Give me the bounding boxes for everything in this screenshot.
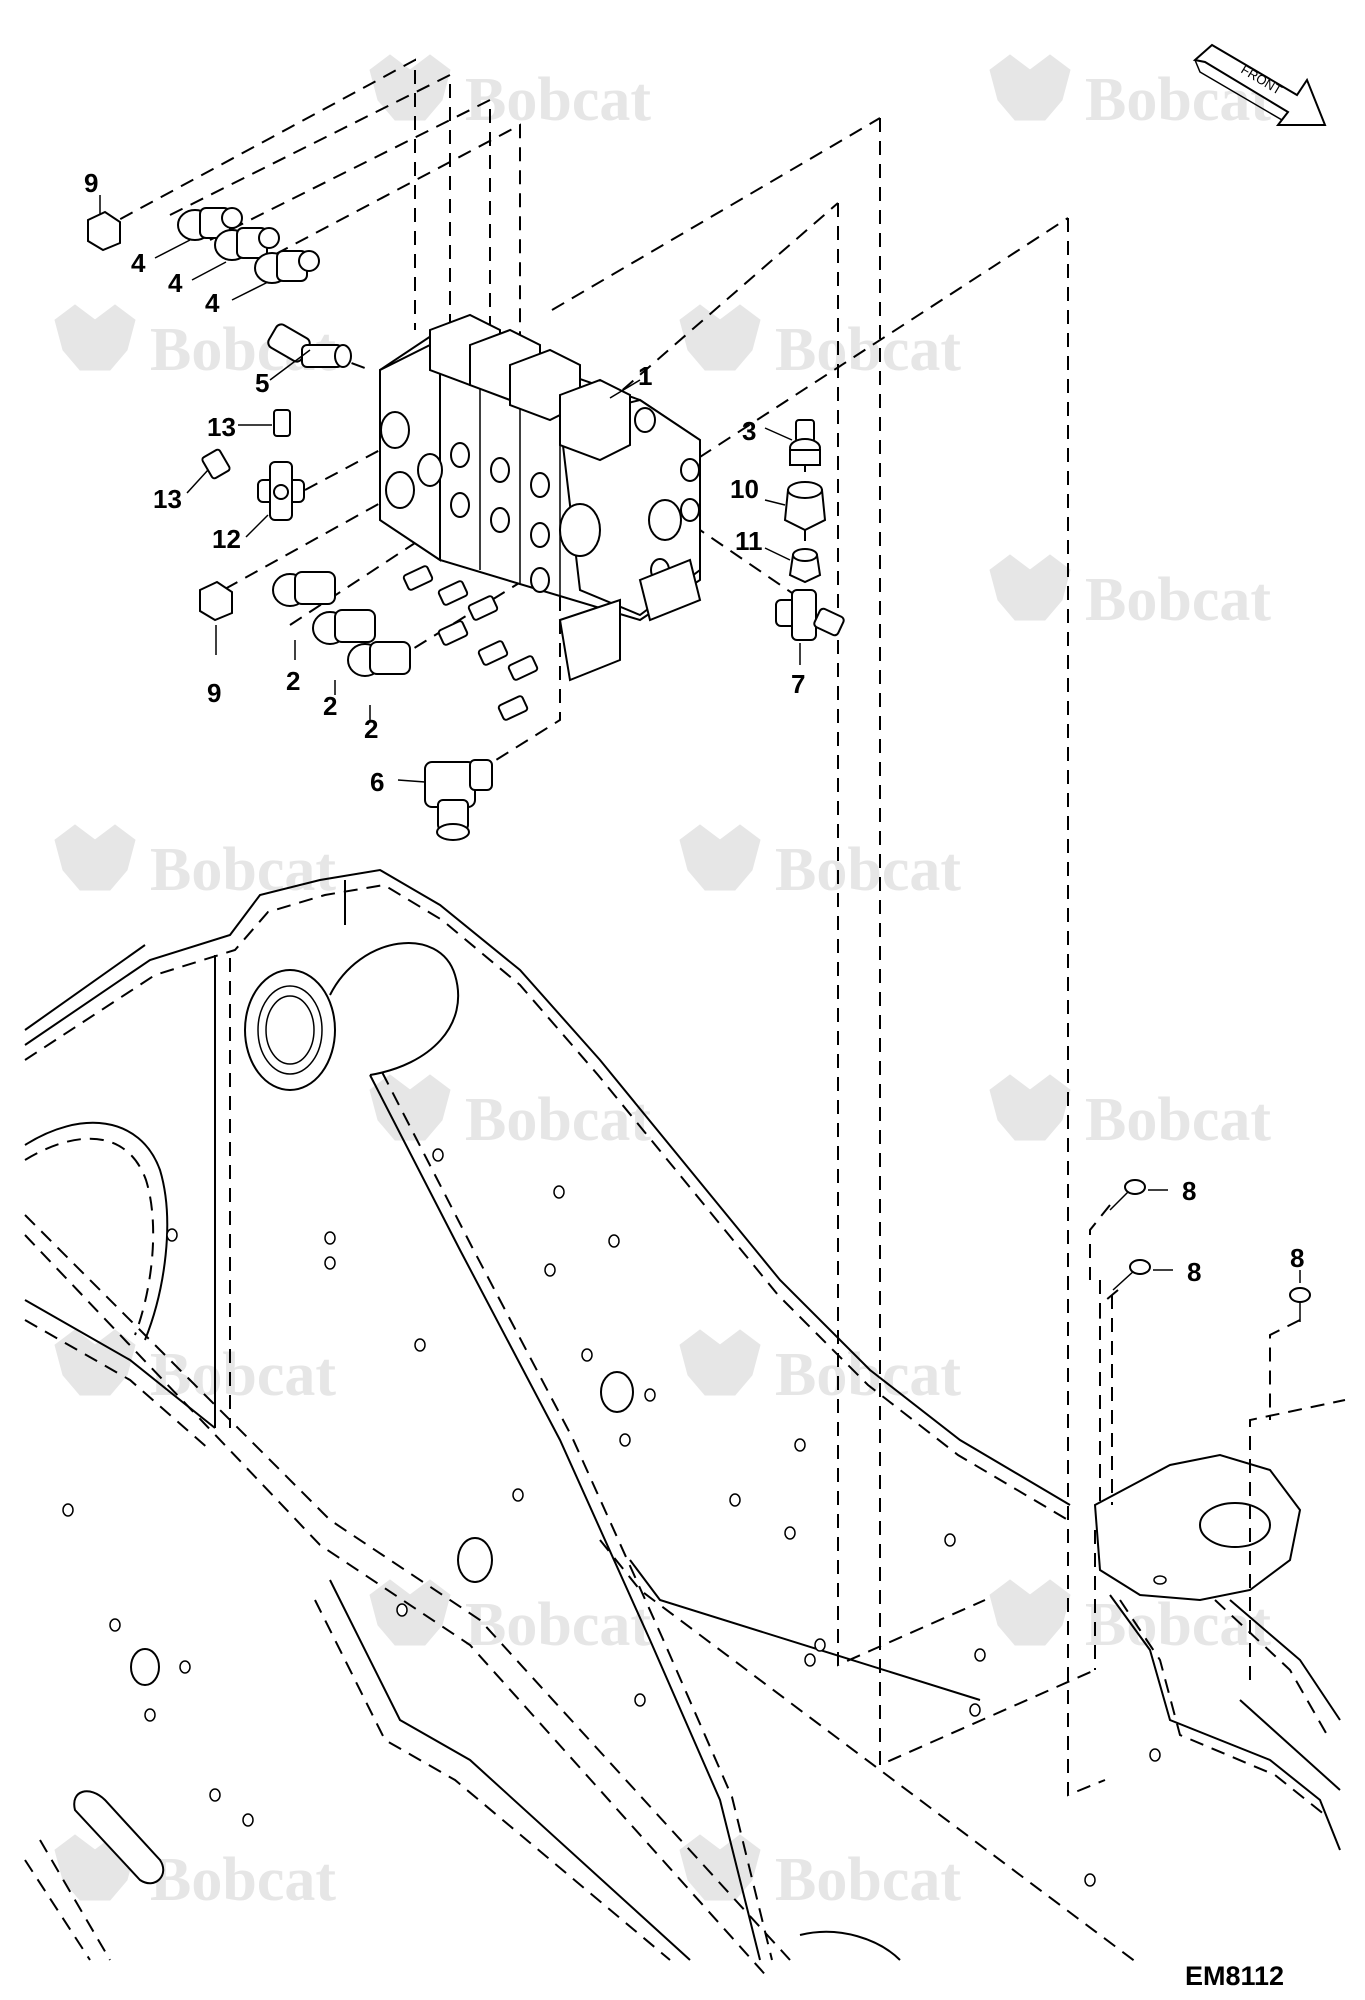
fittings [87, 207, 1311, 1322]
callout-label: 9 [207, 678, 221, 708]
bobcat-logo-icon [369, 1074, 451, 1141]
callout-label: 13 [153, 484, 182, 514]
figure-code: EM8112 [1185, 1961, 1284, 1991]
callout-label: 8 [1290, 1243, 1304, 1273]
cap-fitting [87, 210, 121, 252]
control-valve [379, 313, 702, 721]
watermark: Bobcat [989, 1579, 1271, 1659]
bobcat-logo-icon [54, 304, 136, 371]
bobcat-logo-icon [989, 54, 1071, 121]
callout-label: 2 [323, 691, 337, 721]
watermark: Bobcat [54, 1834, 336, 1914]
bobcat-logo-icon [679, 304, 761, 371]
cap-fitting [199, 580, 233, 622]
adapter-fitting [214, 227, 280, 261]
watermark: Bobcat [679, 824, 961, 904]
bobcat-logo-icon [679, 824, 761, 891]
bolt [1109, 1179, 1146, 1211]
watermark-text: Bobcat [150, 1846, 336, 1914]
bobcat-logo-icon [989, 1579, 1071, 1646]
watermark-text: Bobcat [1085, 1591, 1271, 1659]
bolt [1289, 1287, 1311, 1322]
bobcat-logo-icon [679, 1834, 761, 1901]
watermark: Bobcat [679, 1834, 961, 1914]
tee-fitting [257, 461, 305, 521]
bobcat-logo-icon [54, 824, 136, 891]
callout-labels: 9 4 4 4 5 13 13 12 9 2 2 2 6 1 3 10 11 7… [84, 168, 1304, 1287]
adapter-fitting [272, 571, 336, 607]
callout-label: 7 [791, 669, 805, 699]
callout-label: 6 [370, 767, 384, 797]
watermark-text: Bobcat [775, 316, 961, 384]
watermark: Bobcat [989, 54, 1271, 134]
callout-label: 4 [131, 248, 146, 278]
watermark: Bobcat [679, 304, 961, 384]
adapter-fitting [254, 250, 320, 284]
watermark: Bobcat [54, 824, 336, 904]
bolt [1112, 1259, 1151, 1291]
watermark: Bobcat [369, 1074, 651, 1154]
watermark: Bobcat [679, 1329, 961, 1409]
watermark-text: Bobcat [465, 66, 651, 134]
callout-label: 8 [1187, 1257, 1201, 1287]
fitting-stack [783, 419, 827, 584]
callout-leaders [99, 195, 1301, 1283]
watermark-text: Bobcat [150, 836, 336, 904]
callout-label: 4 [205, 288, 220, 318]
callout-label: 10 [730, 474, 759, 504]
adapter-fitting [347, 641, 411, 677]
callout-label: 11 [735, 526, 763, 556]
watermark: Bobcat [369, 54, 651, 134]
watermark-text: Bobcat [465, 1591, 651, 1659]
bobcat-logo-icon [989, 1074, 1071, 1141]
bobcat-logo-icon [369, 1579, 451, 1646]
tee-fitting [775, 589, 845, 641]
callout-label: 2 [364, 714, 378, 744]
callout-label: 12 [212, 524, 241, 554]
elbow-fitting [424, 759, 493, 841]
bobcat-logo-icon [989, 554, 1071, 621]
watermark-text: Bobcat [465, 1086, 651, 1154]
watermark: Bobcat [989, 1074, 1271, 1154]
callout-label: 8 [1182, 1176, 1196, 1206]
watermark-text: Bobcat [775, 1341, 961, 1409]
callout-label: 13 [207, 412, 236, 442]
callout-label: 4 [168, 268, 183, 298]
adapter-fitting [177, 207, 243, 241]
callout-label: 5 [255, 368, 269, 398]
bobcat-logo-icon [679, 1329, 761, 1396]
watermark-text: Bobcat [775, 1846, 961, 1914]
watermark-text: Bobcat [150, 1341, 336, 1409]
watermark-text: Bobcat [1085, 566, 1271, 634]
watermark: Bobcat [369, 1579, 651, 1659]
callout-label: 2 [286, 666, 300, 696]
boom-frame [24, 117, 1346, 1981]
callout-label: 1 [638, 361, 652, 391]
adapter-fitting [312, 609, 376, 645]
callout-label: 9 [84, 168, 98, 198]
watermark-text: Bobcat [1085, 1086, 1271, 1154]
bobcat-logo-icon [369, 54, 451, 121]
watermark: Bobcat [989, 554, 1271, 634]
callout-label: 3 [742, 416, 756, 446]
watermark-text: Bobcat [775, 836, 961, 904]
watermark: Bobcat [54, 1329, 336, 1409]
